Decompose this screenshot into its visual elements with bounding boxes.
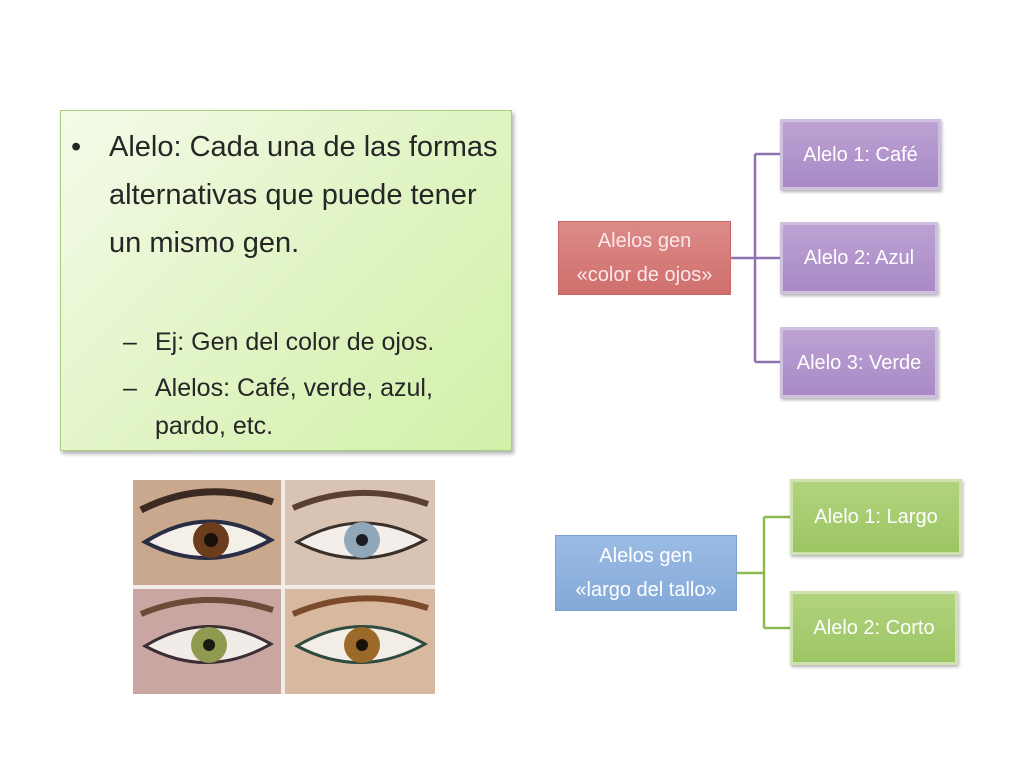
eye-green-image [133, 589, 281, 694]
eye-brown-image [133, 480, 281, 585]
leaf-label: Alelo 2: Corto [813, 617, 935, 639]
root-node-eye-color: Alelos gen «color de ojos» [558, 221, 731, 295]
main-bullet-text: Alelo: Cada una de las formas alternativ… [109, 131, 498, 259]
bullet-mark: • [71, 131, 82, 163]
dash-mark: – [123, 374, 137, 402]
eye-hazel-image [285, 589, 435, 694]
eye-blue-image [285, 480, 435, 585]
leaf-label: Alelo 2: Azul [803, 247, 915, 269]
leaf-allele-1-brown: Alelo 1: Café [780, 119, 941, 190]
main-bullet: • Alelo: Cada una de las formas alternat… [71, 123, 501, 267]
leaf-allele-2-short: Alelo 2: Corto [790, 591, 958, 665]
root-line1: Alelos gen [597, 230, 692, 252]
leaf-label: Alelo 1: Largo [814, 506, 938, 528]
root-line2: «largo del tallo» [575, 579, 717, 601]
sub-bullet-alleles: – Alelos: Café, verde, azul, pardo, etc. [123, 369, 503, 445]
leaf-allele-3-green: Alelo 3: Verde [780, 327, 938, 398]
leaf-allele-1-long: Alelo 1: Largo [790, 479, 962, 555]
eyes-photo [133, 480, 435, 694]
leaf-label: Alelo 3: Verde [796, 351, 922, 374]
dash-mark: – [123, 328, 137, 356]
root-node-stem-length: Alelos gen «largo del tallo» [555, 535, 737, 611]
stem-length-branches [737, 515, 791, 630]
root-line1: Alelos gen [599, 545, 693, 567]
sub-bullet-text: Ej: Gen del color de ojos. [155, 328, 435, 356]
definition-box: • Alelo: Cada una de las formas alternat… [60, 110, 512, 451]
leaf-allele-2-blue: Alelo 2: Azul [780, 222, 938, 294]
root-line2: «color de ojos» [576, 264, 713, 286]
sub-bullet-example: – Ej: Gen del color de ojos. [123, 323, 503, 361]
sub-bullet-text: Alelos: Café, verde, azul, pardo, etc. [155, 374, 433, 440]
eye-color-branches [731, 152, 780, 364]
leaf-label: Alelo 1: Café [803, 143, 918, 166]
